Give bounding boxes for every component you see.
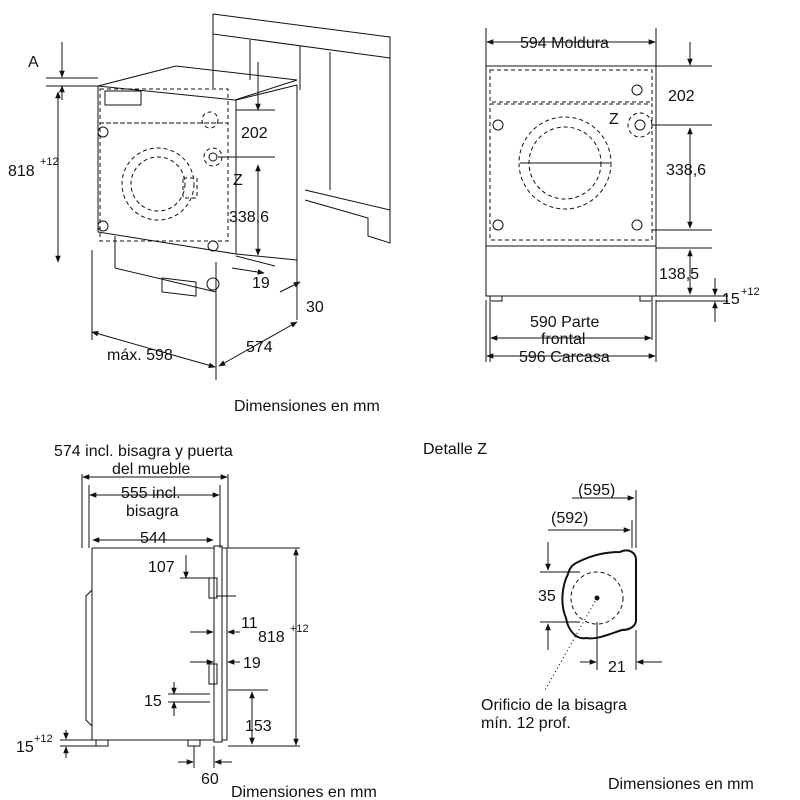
dim-width: máx. 598 [107, 347, 173, 364]
side-dimensions [60, 474, 300, 768]
cabinet-outline [212, 13, 391, 260]
note-line-1: Orificio de la bisagra [481, 697, 627, 714]
feet-tolerance: +12 [741, 286, 760, 298]
dim-338: 338,6 [229, 209, 269, 226]
dim-carcasa: 596 Carcasa [519, 349, 610, 366]
height-side-tolerance: +12 [290, 623, 309, 635]
feet-side: 15 [16, 739, 34, 756]
machine-isometric [97, 65, 298, 297]
dim-30: 30 [306, 299, 324, 316]
dim-21: 21 [608, 659, 626, 676]
dim-15: 15 [144, 693, 162, 710]
dim-592: (592) [551, 510, 588, 527]
side-view: 574 incl. bisagra y puerta del mueble 55… [16, 443, 377, 800]
detail-z-dimensions [540, 490, 662, 670]
dim-138: 138,5 [659, 266, 699, 283]
detail-z: Detalle Z (595) (592) 35 21 Orificio de … [423, 441, 754, 793]
height-side: 818 [258, 629, 285, 646]
dim-107: 107 [148, 559, 175, 576]
dim-60: 60 [201, 771, 219, 788]
feet-height: 15 [722, 291, 740, 308]
dim-153: 153 [245, 718, 272, 735]
dim-35: 35 [538, 588, 556, 605]
machine-side [85, 545, 228, 747]
dim-11: 11 [241, 615, 258, 632]
front-dimensions [485, 28, 728, 362]
label-z: Z [233, 172, 243, 189]
depth-label-1: 574 incl. bisagra y puerta [54, 443, 233, 460]
isometric-dimensions [46, 42, 301, 380]
dim-595: (595) [578, 482, 615, 499]
detail-title: Detalle Z [423, 441, 487, 458]
dim-moldura: 594 Moldura [520, 35, 609, 52]
dim-338-front: 338,6 [666, 162, 706, 179]
dim-19: 19 [252, 275, 270, 292]
detail-z-shape [544, 549, 637, 691]
caption-top: Dimensiones en mm [234, 398, 380, 415]
front-label-2: frontal [541, 331, 585, 348]
caption-bottom-left: Dimensiones en mm [231, 784, 377, 800]
dim-19-side: 19 [243, 655, 261, 672]
dim-202-front: 202 [668, 88, 695, 105]
depth-label-2: del mueble [112, 461, 190, 478]
dim-202: 202 [241, 125, 268, 142]
dim-574: 574 [246, 339, 273, 356]
isometric-view: A 818 +12 202 Z 338,6 19 30 574 máx. 598… [8, 13, 391, 415]
caption-detail: Dimensiones en mm [608, 776, 754, 793]
height-label: 818 [8, 163, 35, 180]
label-z-front: Z [609, 111, 619, 128]
front-view: 594 Moldura 202 Z 338,6 138,5 15 +12 590… [485, 28, 760, 366]
note-line-2: mín. 12 prof. [481, 715, 571, 732]
dim-544: 544 [140, 530, 167, 547]
label-a: A [28, 54, 39, 71]
hinge-label-2: bisagra [126, 503, 179, 520]
hinge-label-1: 555 incl. [121, 485, 181, 502]
front-label-1: 590 Parte [530, 314, 599, 331]
feet-side-tolerance: +12 [34, 733, 53, 745]
height-tolerance: +12 [40, 156, 59, 168]
machine-front [485, 65, 657, 302]
